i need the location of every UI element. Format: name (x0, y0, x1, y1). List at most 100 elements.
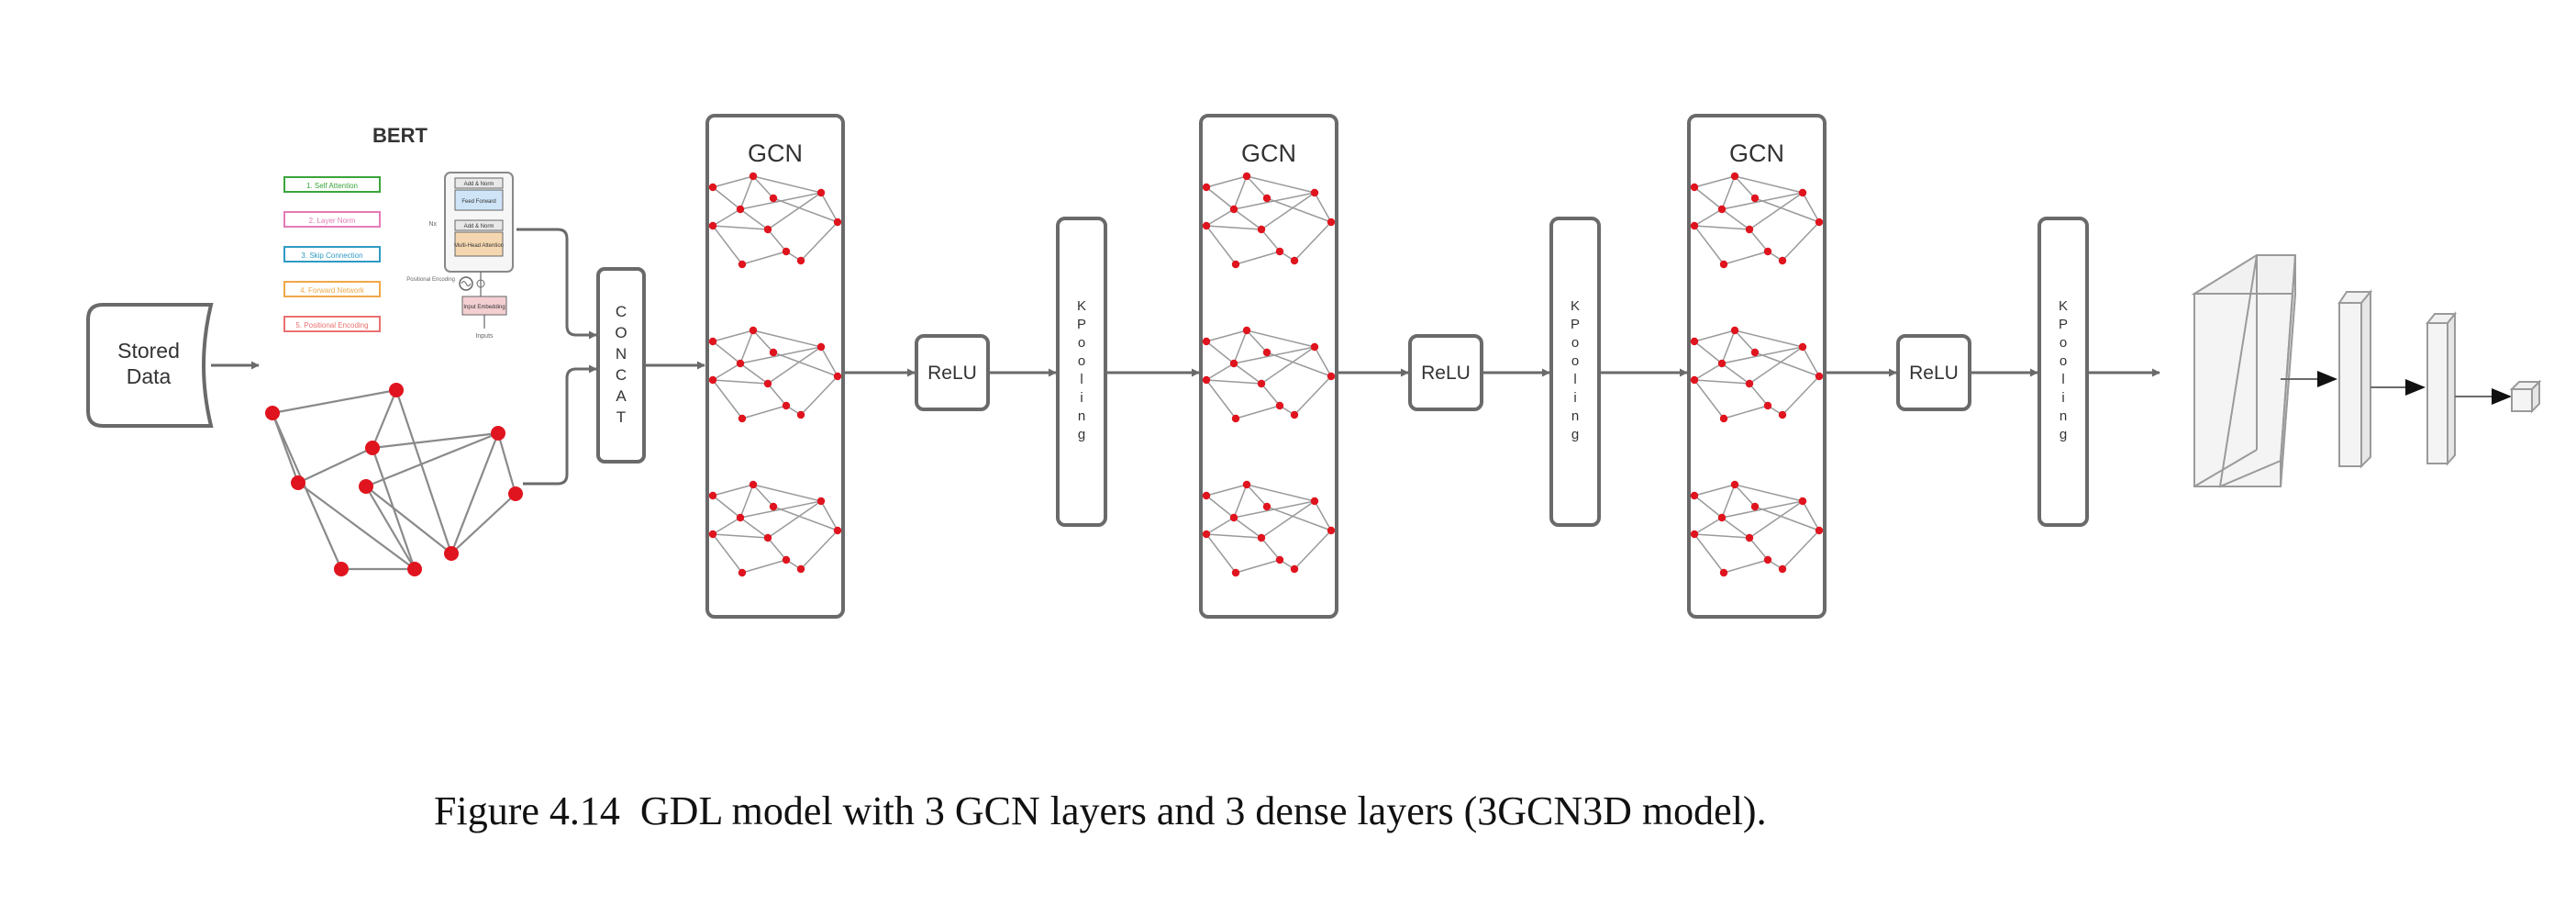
dense-arrowhead-2 (2405, 379, 2426, 396)
figure-number: Figure 4.14 (434, 788, 620, 833)
bert-positional-wave (461, 281, 472, 286)
gcn-layer-box (1199, 114, 1338, 619)
bert-add-norm-top-label: Add & Norm (464, 182, 494, 187)
gcn-layer-label: GCN (1241, 140, 1296, 167)
bert-add-norm-top (454, 177, 504, 189)
concat-letter: T (616, 408, 626, 426)
dense-layer-3 (2425, 311, 2458, 466)
kpooling-letter: l (1573, 372, 1576, 387)
gcn-blocks: GCNReLUKPoolingGCNReLUKPoolingGCNReLUKPo… (705, 114, 2160, 619)
relu-label: ReLU (1421, 363, 1471, 384)
kpooling-letter: o (1078, 353, 1085, 369)
kpooling-letter: K (1077, 298, 1086, 314)
concat-letter: O (615, 324, 627, 341)
concat-letter: C (616, 303, 627, 320)
mini-graph (1202, 172, 1336, 269)
stored-data-node: Stored Data (86, 303, 214, 428)
input-graph-nodes (265, 383, 523, 576)
bert-feed-forward (454, 189, 504, 211)
gcn-layer-box (705, 114, 845, 619)
concat-letter: C (616, 366, 627, 384)
kpooling-letter: K (2059, 298, 2068, 314)
gcn-layer-box (1687, 114, 1827, 619)
bert-add-norm-mid (454, 219, 504, 231)
kpooling-letter: o (2060, 335, 2067, 351)
bert-legend-box-3 (283, 246, 381, 263)
kpooling-letter: o (2060, 353, 2067, 369)
dense-output-cube (2509, 379, 2542, 414)
mini-graph (708, 480, 842, 577)
figure-caption: Figure 4.14 GDL model with 3 GCN layers … (434, 788, 1767, 834)
kpooling-letter: o (1571, 335, 1579, 351)
kpooling-letter: K (1571, 298, 1580, 314)
concat-box (596, 267, 646, 464)
bert-feed-forward-label: Feed Forward (461, 199, 495, 205)
bert-positional-label: Positional Encoding (406, 277, 455, 283)
figure-caption-text: GDL model with 3 GCN layers and 3 dense … (639, 788, 1767, 833)
bert-legend-text-4: 4. Forward Network (300, 286, 365, 295)
input-graph (271, 388, 517, 571)
bert-legend-text-5: 5. Positional Encoding (295, 321, 368, 330)
kpooling-letter: n (1571, 408, 1579, 424)
mini-graph (708, 326, 842, 423)
bert-add-norm-mid-label: Add & Norm (464, 224, 494, 229)
bert-legend-box-4 (283, 281, 381, 297)
kpooling-letter: g (1571, 427, 1579, 442)
mini-graph (1690, 326, 1824, 423)
kpooling-letter: n (1078, 408, 1085, 424)
kpooling-letter: l (2061, 372, 2064, 387)
kpooling-letter: i (2061, 390, 2064, 406)
bert-legend-text-3: 3. Skip Connection (301, 251, 362, 260)
bert-inputs-label: Inputs (475, 333, 494, 340)
mini-graph (708, 172, 842, 269)
mini-graph (1202, 480, 1336, 577)
kpooling-letter: l (1080, 372, 1083, 387)
bert-legend-box-1 (283, 176, 381, 193)
bert-encoder-stack: Add & Norm Feed Forward Add & Norm Multi… (406, 172, 514, 340)
bert-legend-box-5 (283, 316, 381, 332)
bert-legend-box-2 (283, 211, 381, 228)
bert-block: BERT 1. Self Attention 2. Layer Norm 3. … (283, 124, 514, 340)
stored-data-label-line1: Stored (117, 339, 180, 363)
gcn-layer-label: GCN (1729, 140, 1784, 167)
bert-to-concat-arrow (516, 228, 597, 340)
stored-data-shape (86, 303, 214, 428)
bert-title: BERT (372, 124, 427, 147)
kpooling-letter: P (1077, 317, 1086, 332)
kpooling-letter: o (1571, 353, 1579, 369)
gcn-layer-label: GCN (748, 140, 803, 167)
kpooling-letter: n (2060, 408, 2067, 424)
relu-label: ReLU (927, 363, 977, 384)
kpooling-letter: i (1573, 390, 1576, 406)
bert-input-embedding-label: Input Embedding (463, 305, 505, 310)
kpooling-letter: i (1080, 390, 1083, 406)
dense-layer-1 (2191, 254, 2297, 488)
bert-nx-label: Nx (428, 221, 437, 228)
bert-legend-text-2: 2. Layer Norm (309, 217, 356, 225)
bert-mha-label: Multi-Head Attention (454, 243, 504, 249)
concat-letter: N (616, 345, 627, 363)
kpooling-letter: P (2059, 317, 2068, 332)
bert-legend: 1. Self Attention 2. Layer Norm 3. Skip … (283, 176, 381, 332)
mini-graph (1690, 172, 1824, 269)
dense-layers (2191, 254, 2542, 488)
mini-graph (1202, 326, 1336, 423)
kpooling-letter: o (1078, 335, 1085, 351)
dense-layer-2 (2337, 289, 2373, 469)
concat-letter: A (616, 387, 627, 405)
kpooling-letter: g (2060, 427, 2067, 442)
mini-graph (1690, 480, 1824, 577)
dense-arrowhead-1 (2317, 371, 2337, 387)
dense-arrowhead-3 (2492, 388, 2512, 405)
graph-to-concat-arrow (523, 364, 597, 486)
kpooling-letter: P (1571, 317, 1580, 332)
